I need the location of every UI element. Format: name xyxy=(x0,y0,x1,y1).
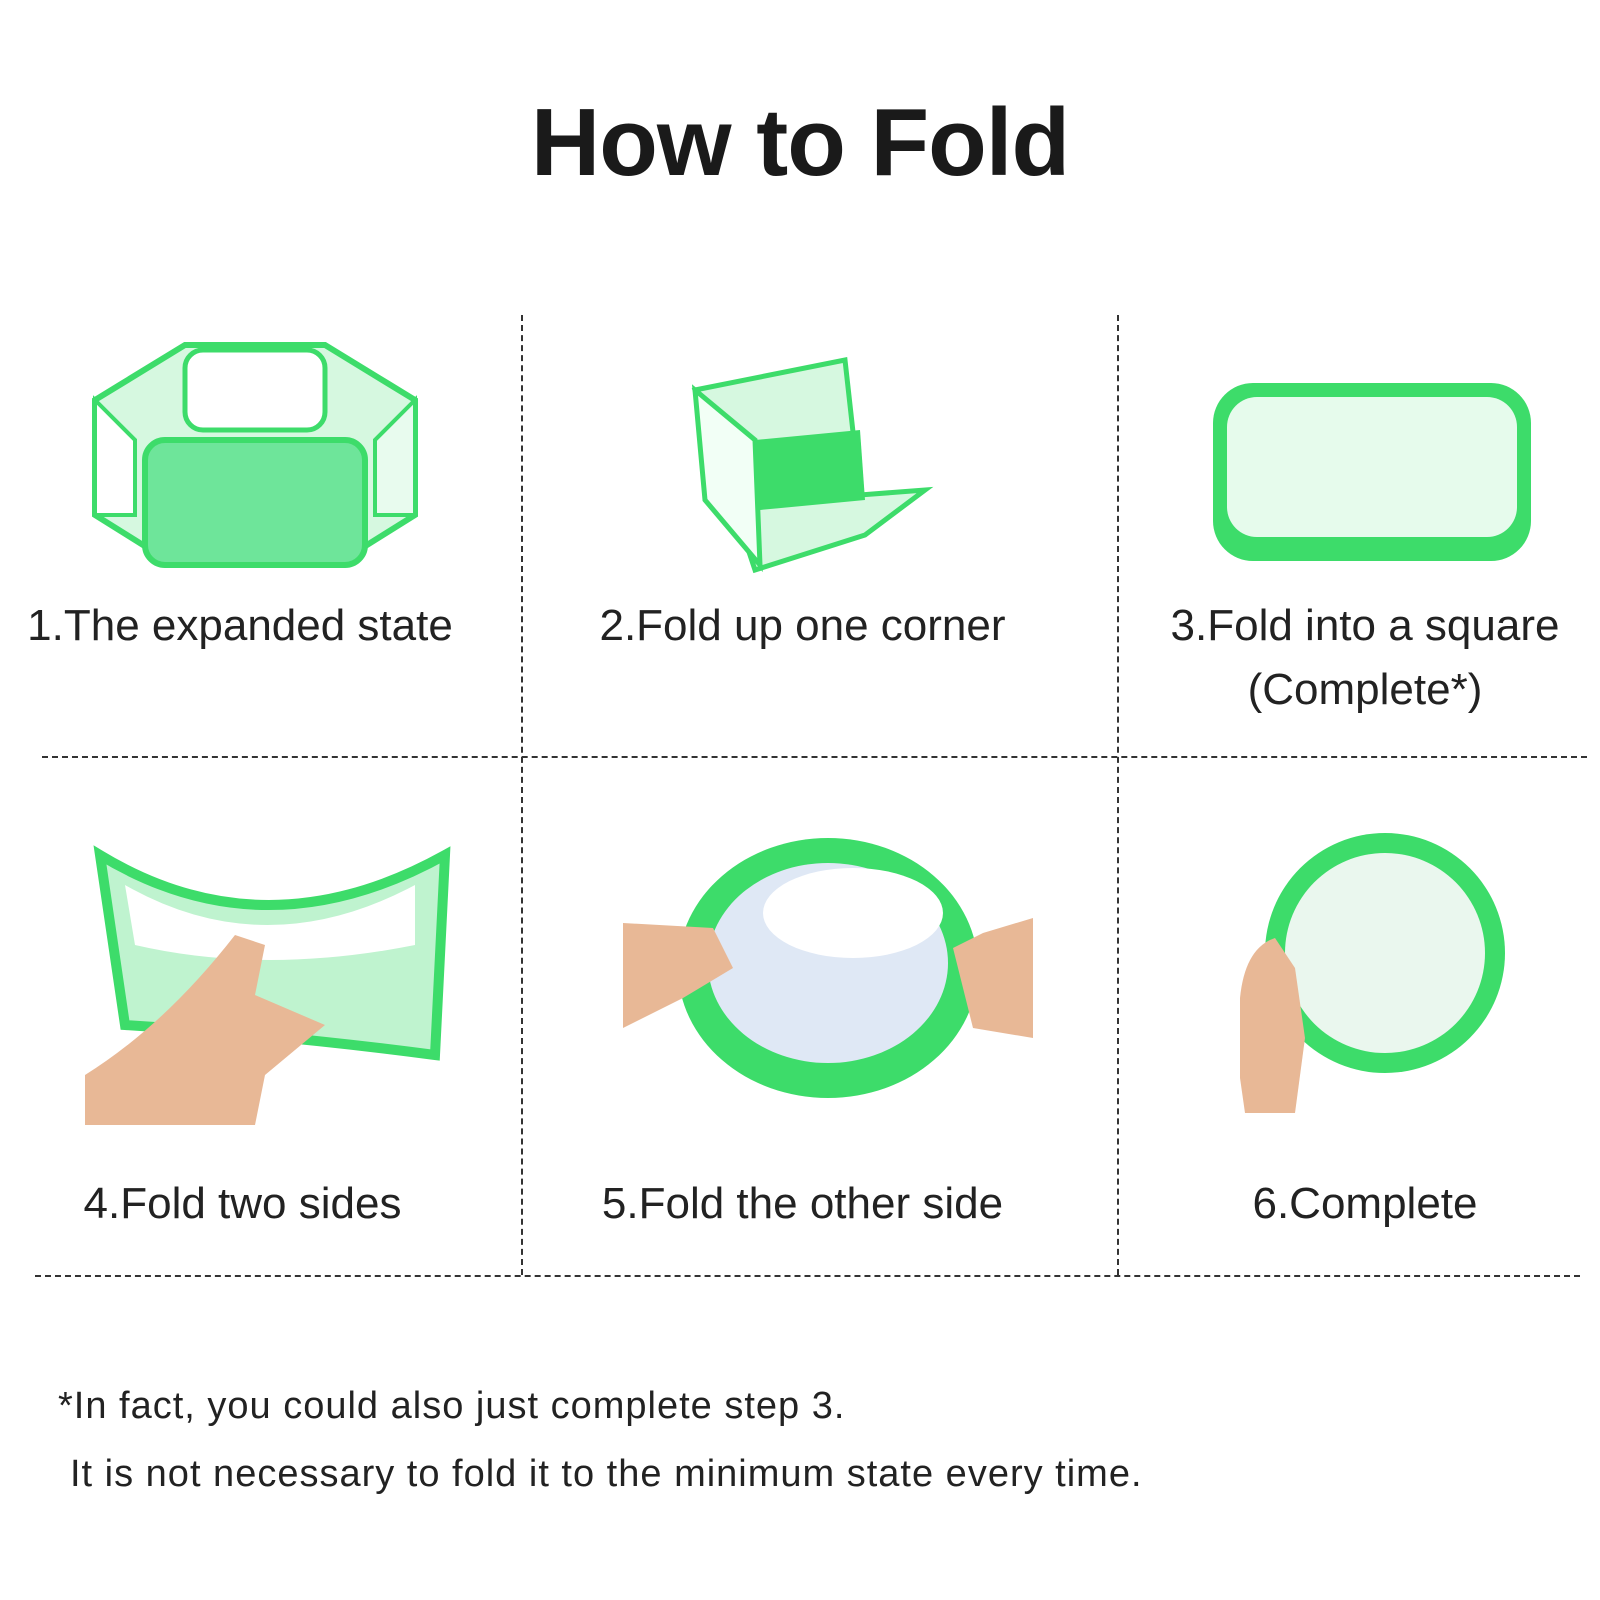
footnote-line-1: *In fact, you could also just complete s… xyxy=(58,1385,846,1427)
page-title: How to Fold xyxy=(530,89,1070,196)
divider xyxy=(35,1275,1580,1277)
step-6-caption: 6.Complete xyxy=(1252,1179,1478,1228)
step-3-caption: 3.Fold into a square (Complete*) xyxy=(1130,594,1600,722)
fold-other-side-image xyxy=(623,838,1033,1098)
folded-corner-image xyxy=(691,357,934,574)
step-4-caption: 4.Fold two sides xyxy=(83,1179,402,1228)
square-folded-image xyxy=(1213,383,1531,561)
expanded-playpen-image xyxy=(92,342,418,568)
step-2-caption: 2.Fold up one corner xyxy=(599,601,1006,650)
complete-folded-image xyxy=(1240,833,1505,1113)
footnote-line-2: It is not necessary to fold it to the mi… xyxy=(70,1453,1143,1495)
step-5-caption: 5.Fold the other side xyxy=(601,1179,1004,1228)
step-1-caption: 1.The expanded state xyxy=(27,601,453,650)
divider xyxy=(521,315,523,1275)
step-3-label: 3.Fold into a square xyxy=(1170,601,1560,650)
fold-two-sides-image xyxy=(85,845,451,1125)
divider xyxy=(1117,315,1119,1275)
step-3-sublabel: (Complete*) xyxy=(1247,665,1483,714)
divider xyxy=(42,756,1587,758)
